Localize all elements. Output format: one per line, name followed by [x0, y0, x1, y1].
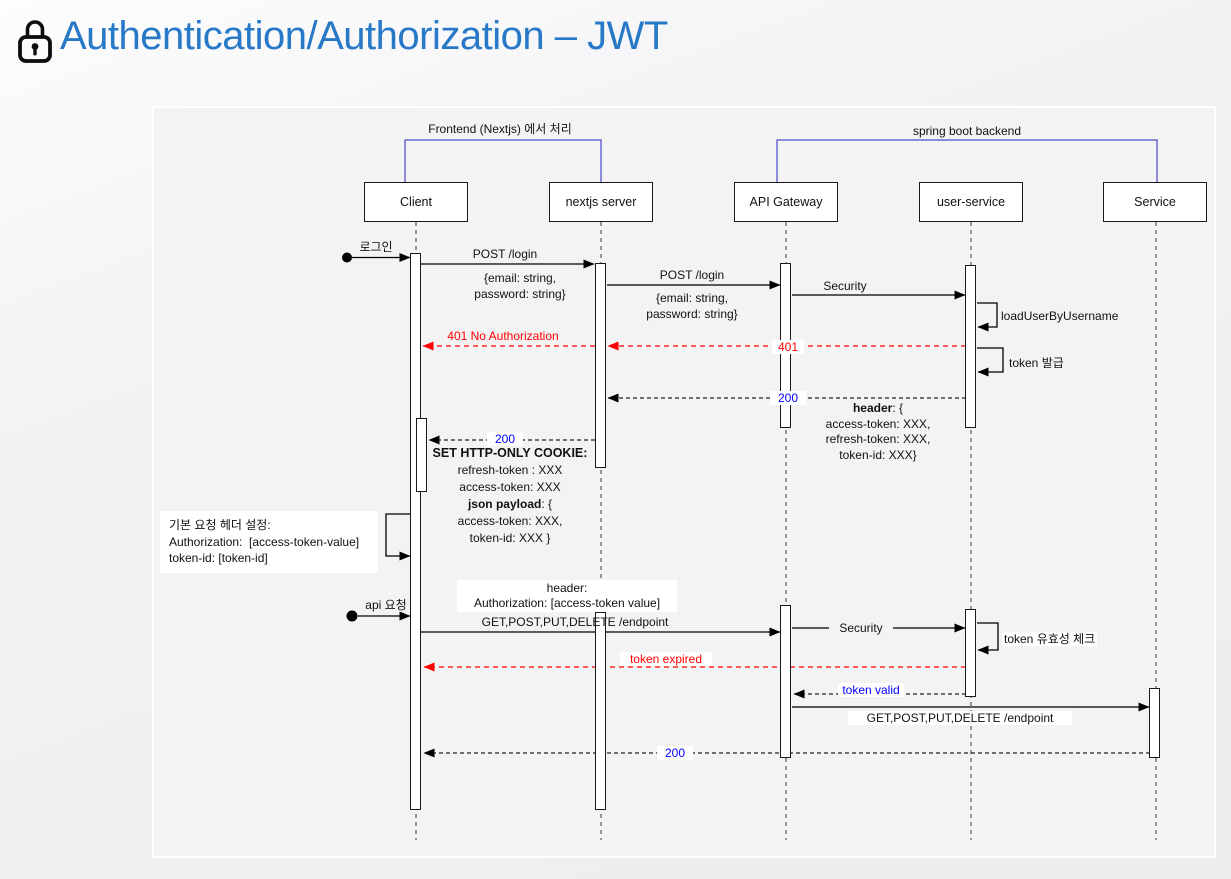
label-200-final: 200 — [657, 746, 693, 760]
actor-client: Client — [364, 182, 468, 222]
label-api-trigger: api 요청 — [365, 598, 407, 612]
keyhole — [31, 43, 39, 50]
actor-service: Service — [1103, 182, 1207, 222]
label-load-user: loadUserByUsername — [1001, 309, 1119, 323]
label-token-check: token 유효성 체크 — [1002, 632, 1098, 646]
page-title: Authentication/Authorization – JWT — [60, 14, 668, 58]
label-login-body-2: {email: string, password: string} — [646, 291, 738, 321]
note-request-header: header: Authorization: [access-token val… — [457, 580, 677, 612]
lock-icon — [18, 20, 52, 63]
label-login-body-1: {email: string, password: string} — [474, 271, 566, 301]
actor-user-service: user-service — [919, 182, 1023, 222]
label-401-no-authorization: 401 No Authorization — [447, 329, 559, 343]
activation-service — [1149, 688, 1160, 758]
activation-user-service-2 — [965, 609, 976, 697]
label-200-gateway: 200 — [770, 391, 806, 405]
sequence-diagram-panel — [152, 106, 1216, 858]
label-token-valid: token valid — [838, 683, 904, 697]
activation-client-main — [410, 253, 421, 810]
label-response-header-block: header: { access-token: XXX, refresh-tok… — [825, 401, 931, 462]
label-endpoint-call-1: GET,POST,PUT,DELETE /endpoint — [481, 615, 669, 629]
label-post-login-1: POST /login — [472, 247, 538, 261]
label-401: 401 — [772, 340, 804, 354]
label-200-client: 200 — [487, 432, 523, 446]
activation-nextjs-1 — [595, 263, 606, 468]
actor-nextjs-server: nextjs server — [549, 182, 653, 222]
activation-nextjs-2 — [595, 612, 606, 810]
label-post-login-2: POST /login — [659, 268, 725, 282]
label-security-2: Security — [829, 621, 893, 635]
group-label-frontend: Frontend (Nextjs) 에서 처리 — [428, 122, 572, 136]
activation-gateway-2 — [780, 605, 791, 758]
activation-client-nested — [416, 418, 427, 492]
note-default-request-header: 기본 요청 헤더 설정: Authorization: [access-toke… — [160, 511, 378, 573]
label-cookie-block: SET HTTP-ONLY COOKIE: refresh-token : XX… — [432, 446, 588, 545]
actor-api-gateway: API Gateway — [734, 182, 838, 222]
label-security-1: Security — [823, 279, 867, 293]
label-token-issue: token 발급 — [1009, 356, 1064, 370]
label-login-trigger: 로그인 — [359, 240, 393, 254]
group-label-backend: spring boot backend — [912, 124, 1022, 138]
label-token-expired: token expired — [620, 652, 712, 666]
activation-user-service-1 — [965, 265, 976, 428]
label-endpoint-call-2: GET,POST,PUT,DELETE /endpoint — [848, 711, 1072, 725]
